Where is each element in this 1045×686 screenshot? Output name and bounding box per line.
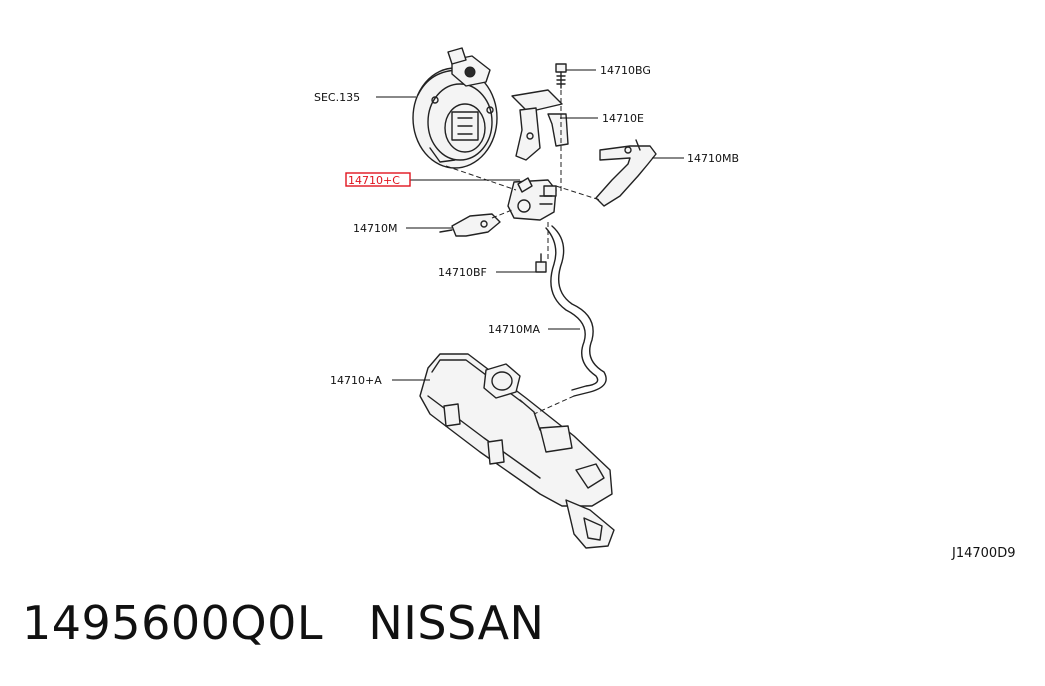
label-14710mb: 14710MB — [687, 152, 739, 165]
hose-14710m — [439, 213, 501, 237]
label-14710ma: 14710MA — [488, 323, 540, 336]
egr-cooler-14710a — [419, 353, 615, 549]
label-14710c[interactable]: 14710+C — [348, 174, 400, 187]
parts-diagram: SEC.135 14710BG 14710E 14710MB 14710+C 1… — [314, 47, 1015, 561]
label-14710m: 14710M — [353, 222, 397, 235]
leader-lines — [376, 69, 684, 381]
label-14710bf: 14710BF — [438, 266, 487, 279]
label-sec-135: SEC.135 — [314, 91, 360, 104]
highlight-box — [345, 172, 411, 187]
label-14710bg: 14710BG — [600, 64, 651, 77]
label-14710a: 14710+A — [330, 374, 382, 387]
footer-caption: 1495600Q0L NISSAN — [22, 596, 544, 650]
hose-14710mb — [595, 139, 657, 207]
vacuum-pump — [412, 47, 498, 169]
bolt-14710bg — [555, 63, 567, 89]
part-number: 1495600Q0L — [22, 596, 323, 650]
bracket-14710e — [511, 89, 569, 161]
label-14710e: 14710E — [602, 112, 644, 125]
bolt-14710bf — [535, 253, 547, 273]
valve-14710c — [507, 177, 557, 221]
connection-lines — [445, 90, 601, 415]
drawing-code: J14700D9 — [951, 546, 1015, 561]
hose-14710ma — [545, 225, 607, 397]
brand-name: NISSAN — [368, 596, 545, 650]
